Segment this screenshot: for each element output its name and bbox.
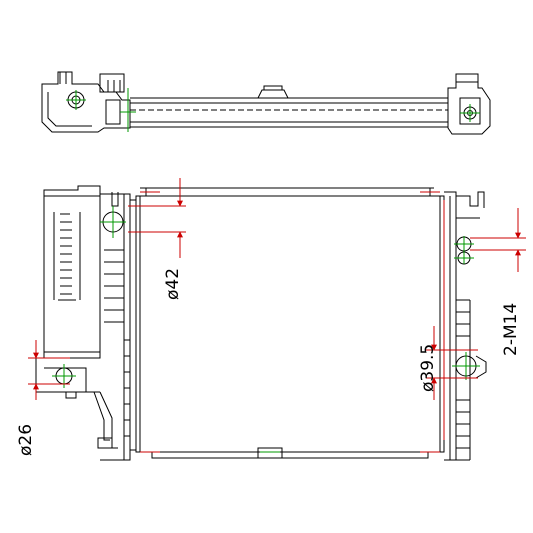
top-right-bracket [447, 73, 491, 135]
front-centerlines [52, 206, 480, 453]
top-view [41, 71, 491, 135]
top-left-bracket [41, 71, 131, 133]
dimension-small-pipe-diameter: ø26 [16, 424, 36, 456]
radiator-core [135, 187, 445, 459]
right-tank [444, 191, 487, 461]
front-view [35, 185, 487, 461]
left-outlet-pipe [35, 358, 118, 449]
top-tank [130, 85, 448, 128]
dimension-outlet-diameter: ø39.5 [418, 344, 438, 392]
dimension-lines [28, 178, 526, 453]
expansion-reservoir [43, 185, 101, 359]
left-tank [99, 192, 136, 461]
dimension-inlet-diameter: ø42 [163, 268, 183, 300]
dimension-threads: 2-M14 [501, 303, 521, 356]
top-centerlines [66, 88, 480, 132]
